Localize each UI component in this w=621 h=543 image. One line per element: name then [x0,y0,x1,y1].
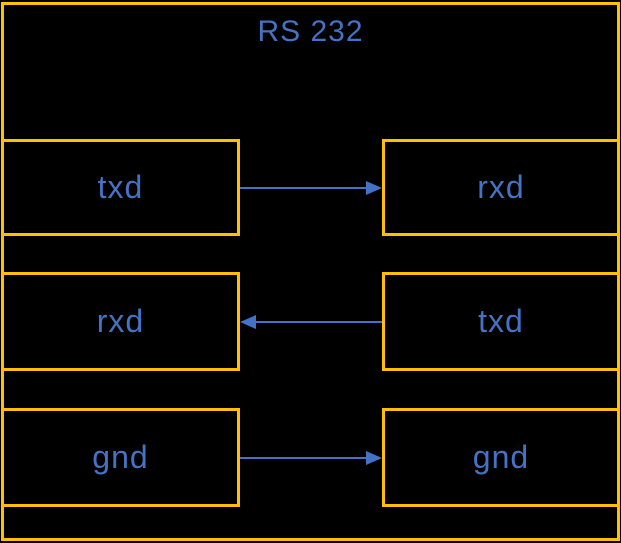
arrow-line [253,320,382,323]
connection-row-txd-rxd: txd rxd [0,139,621,236]
arrow-head [240,314,256,329]
arrow-head [366,450,382,465]
pin-box-left-gnd: gnd [1,408,240,507]
pin-label: rxd [96,303,145,339]
pin-label: txd [478,303,524,339]
pin-label: gnd [472,439,530,475]
pin-box-right-rxd: rxd [382,139,620,236]
pin-label: rxd [477,169,525,205]
pin-label: gnd [92,439,149,475]
connection-row-gnd-gnd: gnd gnd [0,408,621,507]
arrow-line [240,186,369,189]
connection-row-rxd-txd: rxd txd [0,272,621,371]
pin-label: txd [97,169,144,205]
arrow-line [240,456,369,459]
pin-box-right-gnd: gnd [382,408,620,507]
pin-box-left-rxd: rxd [1,272,240,371]
pin-box-left-txd: txd [1,139,240,236]
pin-box-right-txd: txd [382,272,620,371]
arrow-head [366,180,382,195]
diagram-title: RS 232 [257,15,364,48]
